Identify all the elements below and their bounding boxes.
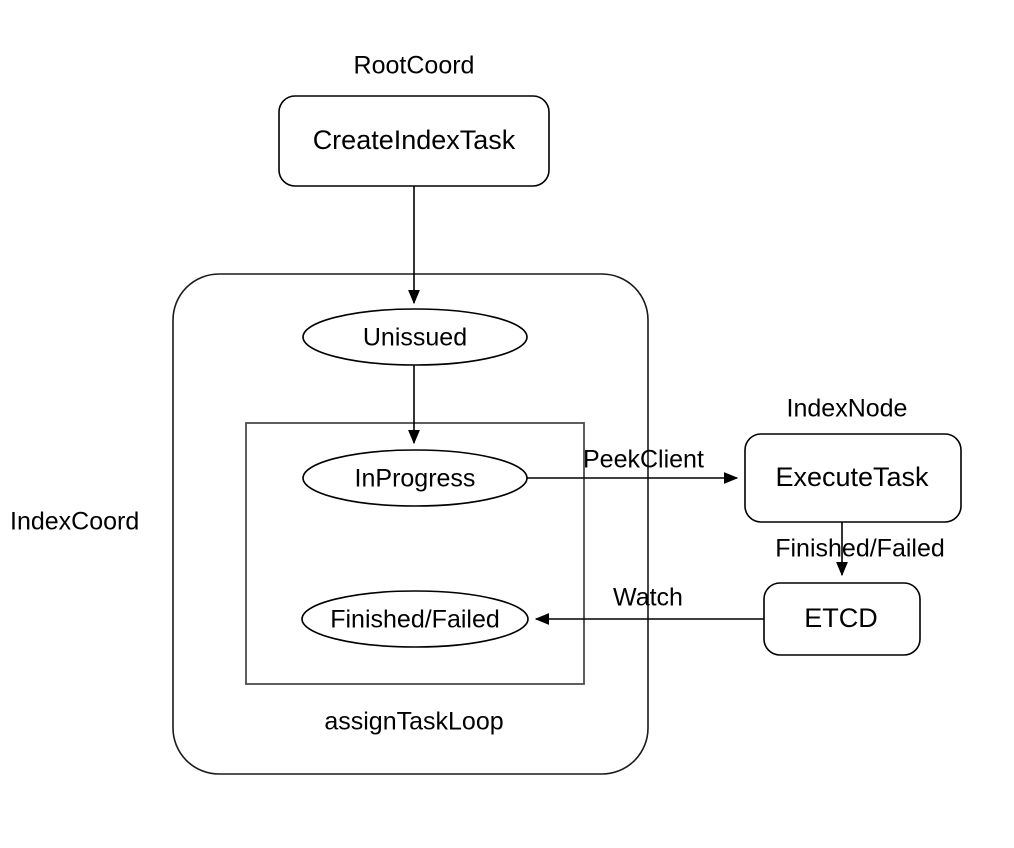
node-label-finished-failed: Finished/Failed — [330, 606, 500, 634]
node-inprogress[interactable] — [302, 449, 528, 507]
group-indexcoord-border — [172, 273, 649, 775]
node-create-index-task[interactable] — [278, 95, 550, 187]
node-unissued[interactable] — [302, 308, 528, 366]
node-finished-failed[interactable] — [301, 590, 529, 648]
node-execute-task[interactable] — [744, 433, 962, 523]
node-label-unissued: Unissued — [363, 324, 467, 352]
node-label-execute-task: ExecuteTask — [775, 462, 929, 492]
node-label-etcd: ETCD — [804, 603, 878, 633]
group-label-indexnode: IndexNode — [787, 395, 908, 423]
group-label-assigntaskloop: assignTaskLoop — [324, 708, 503, 736]
edge-label-peekclient: PeekClient — [583, 446, 704, 474]
group-label-rootcoord: RootCoord — [354, 52, 475, 80]
edge-label-finished-failed: Finished/Failed — [775, 535, 945, 563]
group-label-indexcoord: IndexCoord — [10, 508, 139, 536]
node-label-inprogress: InProgress — [355, 465, 476, 493]
edge-label-watch: Watch — [613, 584, 683, 612]
node-etcd[interactable] — [763, 582, 921, 656]
group-assigntaskloop-border — [245, 422, 585, 685]
node-label-create-index-task: CreateIndexTask — [313, 125, 516, 155]
